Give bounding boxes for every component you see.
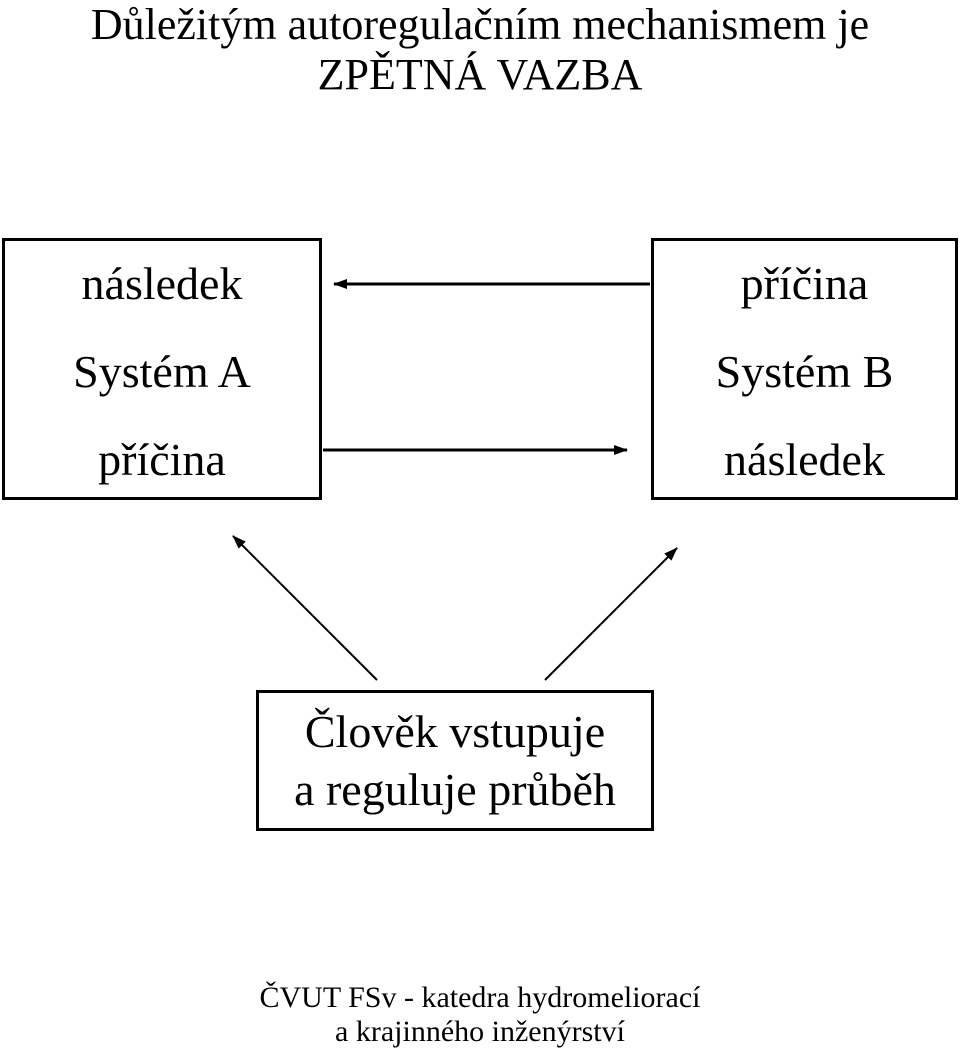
footer-line-1: ČVUT FSv - katedra hydromeliorací [259,981,701,1014]
human-line-1: Člověk vstupuje [304,706,606,757]
system-b-effect-label: následek [724,434,885,485]
system-b-name: Systém B [715,346,894,397]
system-b-cause-label: příčina [740,258,869,309]
system-b-box: příčina Systém B následek [651,238,958,500]
human-line-2: a reguluje průběh [294,764,616,815]
title-line-1: Důležitým autoregulačním mechanismem je [90,0,870,49]
title-line-2: ZPĚTNÁ VAZBA [317,50,643,99]
system-a-effect-label: následek [81,258,243,309]
system-a-cause-label: příčina [98,434,226,485]
page-title: Důležitým autoregulačním mechanismem je … [0,0,960,100]
system-a-box: následek Systém A příčina [2,238,322,500]
human-intervention-box: Člověk vstupuje a reguluje průběh [256,690,654,831]
footer-line-2: a krajinného inženýrství [335,1015,625,1048]
arrow-human-to-a [232,535,378,681]
arrow-human-to-b [544,547,678,681]
system-a-name: Systém A [73,346,251,397]
